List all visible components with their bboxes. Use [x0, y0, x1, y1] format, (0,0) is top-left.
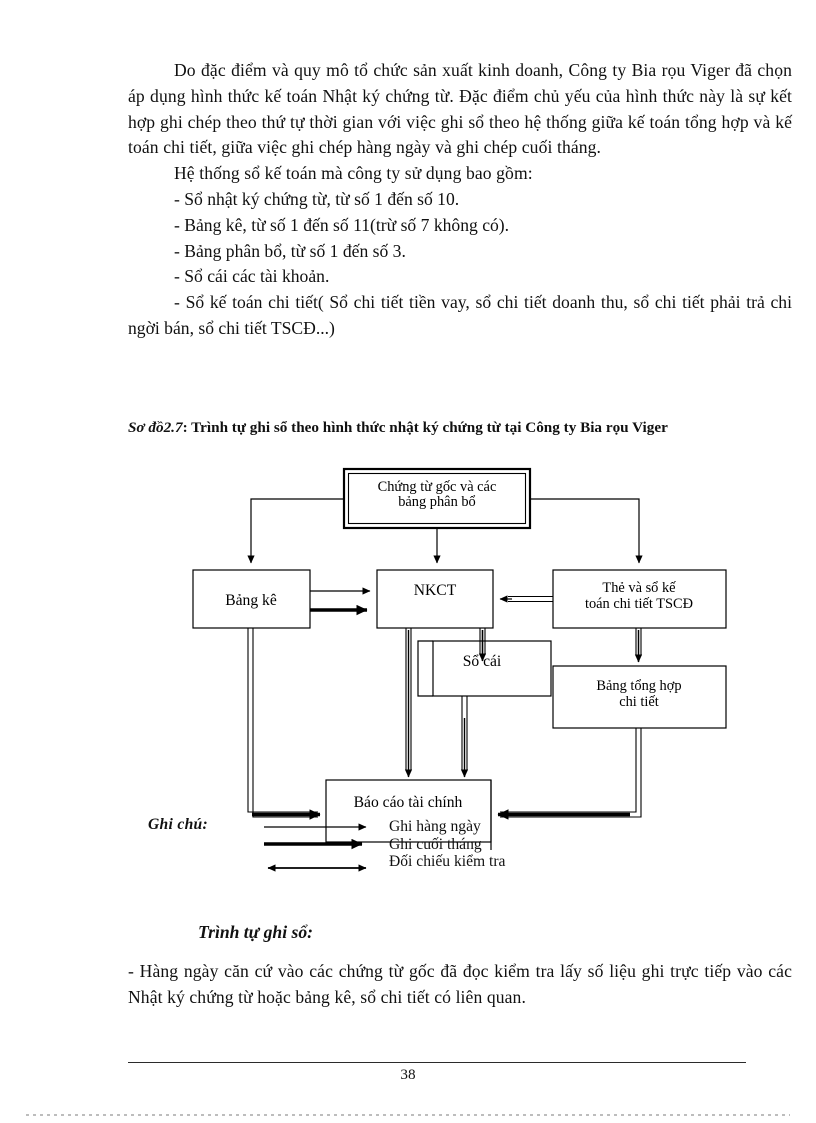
- closing-subheading: Trình tự ghi sổ:: [198, 922, 313, 942]
- figure-caption-label: Sơ đồ2.7: [128, 419, 183, 436]
- box-source-documents-line1: Chứng từ gốc và các: [378, 479, 497, 495]
- page-number: 38: [400, 1066, 416, 1083]
- flowchart-diagram: Chứng từ gốc và các bảng phân bổ Bảng kê…: [0, 450, 816, 900]
- connector-source-to-bangke: [247, 498, 344, 564]
- list-item-5: - Sổ kế toán chi tiết( Sổ chi tiết tiền …: [128, 292, 792, 338]
- connector-socai-to-baocao: [460, 696, 469, 778]
- paragraph-2: Hệ thống sổ kế toán mà công ty sử dụng b…: [174, 163, 533, 184]
- box-so-cai-label: Sổ cái: [463, 653, 502, 670]
- closing-paragraph: - Hàng ngày căn cứ vào các chứng từ gốc …: [128, 961, 792, 1007]
- figure-caption-text: : Trình tự ghi sổ theo hình thức nhật ký…: [182, 419, 668, 436]
- box-bang-ke-label: Bảng kê: [225, 592, 277, 609]
- list-item-4: - Sổ cái các tài khoản.: [174, 266, 330, 287]
- box-so-cai: Sổ cái: [432, 640, 552, 697]
- body-text-block: Do đặc điểm và quy mô tổ chức sản xuất k…: [128, 58, 792, 342]
- connector-socai-left-tie: [417, 640, 433, 697]
- box-bang-ke: Bảng kê: [192, 569, 311, 629]
- flowchart-svg: Chứng từ gốc và các bảng phân bổ Bảng kê…: [192, 467, 727, 872]
- connector-nkct-to-baocao: [404, 628, 413, 778]
- legend-item-monthly: Ghi cuối tháng: [389, 835, 482, 853]
- connector-the-to-tonghop: [634, 628, 643, 663]
- footer-divider: [128, 1062, 746, 1063]
- box-bao-cao-tai-chinh: Báo cáo tài chính: [325, 779, 492, 843]
- box-bao-cao-label: Báo cáo tài chính: [354, 794, 463, 811]
- box-bang-tong-hop-line1: Bảng tổng hợp: [596, 678, 681, 694]
- box-bang-tong-hop: Bảng tổng hợp chi tiết: [552, 665, 727, 729]
- scan-edge-artifact: [26, 1114, 790, 1116]
- box-the-va-so-line2: toán chi tiết TSCĐ: [585, 596, 693, 612]
- connector-bangke-to-baocao: [247, 628, 321, 820]
- figure-caption: Sơ đồ2.7: Trình tự ghi sổ theo hình thức…: [128, 418, 792, 438]
- list-item-3: - Bảng phân bổ, từ số 1 đến số 3.: [174, 240, 406, 261]
- box-nkct: NKCT: [376, 569, 494, 629]
- legend-text-list: Ghi hàng ngày Ghi cuối tháng Đối chiếu k…: [389, 818, 505, 871]
- legend-arrows: [264, 823, 367, 872]
- list-item-2: - Bảng kê, từ số 1 đến số 11(trừ số 7 kh…: [174, 214, 510, 235]
- box-source-documents-line2: bảng phân bổ: [398, 494, 476, 510]
- legend-title: Ghi chú:: [148, 816, 209, 833]
- box-the-va-so-line1: Thẻ và sổ kế: [602, 580, 676, 596]
- legend-item-daily: Ghi hàng ngày: [389, 818, 481, 835]
- connector-nkct-to-socai: [478, 628, 487, 662]
- box-the-va-so-ke-toan: Thẻ và sổ kế toán chi tiết TSCĐ: [552, 569, 727, 629]
- connector-the-to-nkct: [499, 595, 553, 603]
- connector-source-to-the: [530, 498, 643, 564]
- closing-text-block: Trình tự ghi sổ: - Hàng ngày căn cứ vào …: [128, 922, 792, 1011]
- box-bang-tong-hop-line2: chi tiết: [619, 694, 659, 710]
- box-source-documents: Chứng từ gốc và các bảng phân bổ: [342, 467, 532, 530]
- box-nkct-label: NKCT: [414, 582, 457, 599]
- list-item-1: - Sổ nhật ký chứng từ, từ số 1 đến số 10…: [174, 188, 460, 209]
- legend-item-crosscheck: Đối chiếu kiểm tra: [389, 853, 506, 870]
- paragraph-1: Do đặc điểm và quy mô tổ chức sản xuất k…: [128, 60, 792, 158]
- connector-tonghop-to-baocao: [497, 728, 642, 820]
